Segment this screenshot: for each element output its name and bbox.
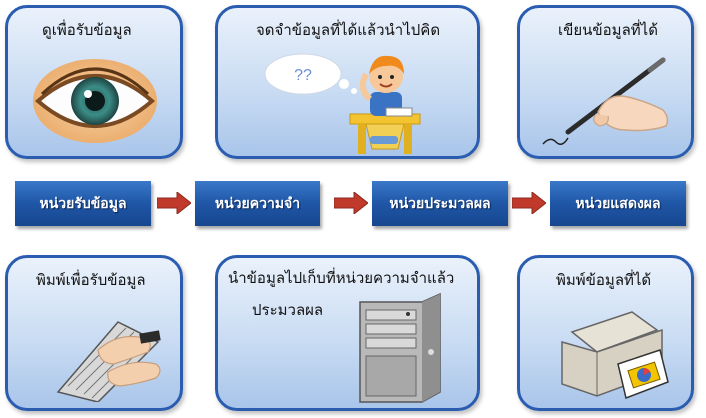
stage-input: หน่วยรับข้อมูล xyxy=(15,181,151,226)
thinking-child-icon: ?? xyxy=(264,53,421,154)
card-print-data: พิมพ์ข้อมูลที่ได้ xyxy=(517,255,694,411)
card-label-type-data: พิมพ์เพื่อรับข้อมูล xyxy=(36,271,146,289)
printer-icon xyxy=(561,311,669,400)
card-view-data: ดูเพื่อรับข้อมูล xyxy=(5,5,183,159)
card-label-store-process-line2: ประมวลผล xyxy=(252,301,324,319)
card-type-data: พิมพ์เพื่อรับข้อมูล xyxy=(5,255,183,411)
stage-memory: หน่วยความจำ xyxy=(195,181,320,226)
arrow-input-memory xyxy=(157,192,191,214)
card-remember-think: จดจำข้อมูลที่ได้แล้วนำไปคิด ?? xyxy=(215,5,480,159)
hand-pen-icon xyxy=(542,57,669,145)
card-label-store-process-line1: นำข้อมูลไปเก็บที่หน่วยความจำแล้ว xyxy=(228,269,455,287)
thought-bubble-text: ?? xyxy=(294,67,312,84)
eye-icon xyxy=(33,59,157,143)
card-label-write-data: เขียนข้อมูลที่ได้ xyxy=(558,21,658,39)
arrow-processing-output xyxy=(512,192,546,214)
card-label-print-data: พิมพ์ข้อมูลที่ได้ xyxy=(556,271,652,289)
typing-hands-icon xyxy=(56,321,161,402)
stage-processing: หน่วยประมวลผล xyxy=(372,181,508,226)
arrow-memory-processing xyxy=(334,192,368,214)
card-label-view-data: ดูเพื่อรับข้อมูล xyxy=(42,21,132,39)
stage-output: หน่วยแสดงผล xyxy=(550,181,686,226)
card-write-data: เขียนข้อมูลที่ได้ xyxy=(517,5,694,159)
card-store-process: นำข้อมูลไปเก็บที่หน่วยความจำแล้ว ประมวลผ… xyxy=(215,255,480,411)
card-label-remember-think: จดจำข้อมูลที่ได้แล้วนำไปคิด xyxy=(256,21,441,39)
computer-tower-icon xyxy=(359,292,441,403)
